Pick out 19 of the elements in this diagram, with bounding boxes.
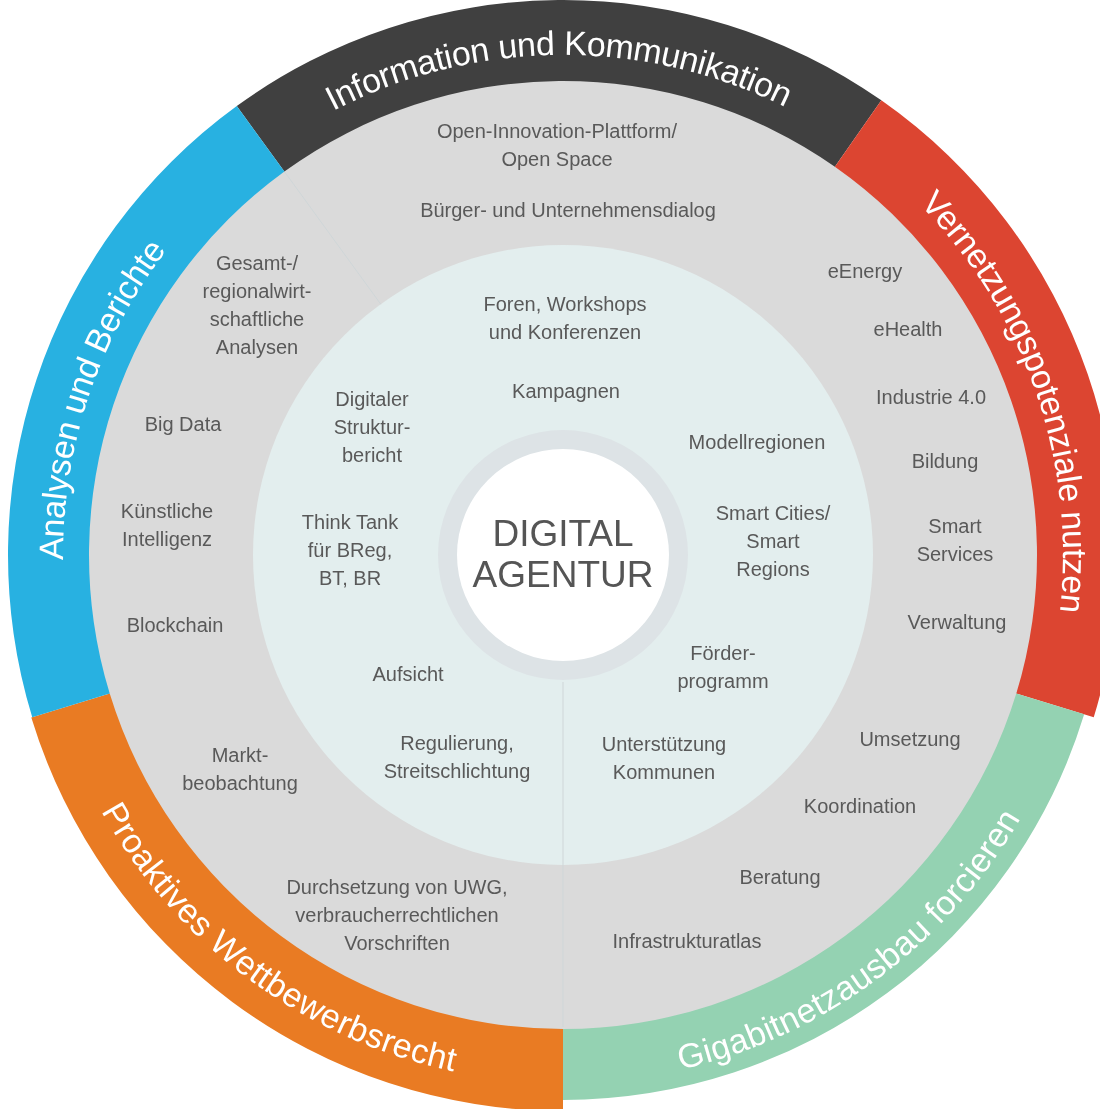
topic-text: Think Tank für BReg, BT, BR (300, 510, 400, 591)
topic-text: Umsetzung (859, 727, 961, 752)
topic-text: Digitaler Struktur- bericht (332, 387, 412, 468)
topic-text: Aufsicht (372, 662, 444, 687)
topic-text: Künstliche Intelligenz (119, 499, 215, 552)
topic-text: Kampagnen (512, 379, 620, 404)
topic-text: Smart Cities/ Smart Regions (714, 501, 832, 582)
topic-text: Verwaltung (907, 610, 1007, 635)
topic-text: Markt- beobachtung (181, 743, 299, 796)
topic-text: Blockchain (126, 613, 224, 638)
topic-text: Modellregionen (688, 430, 826, 455)
topic-text: Unterstützung Kommunen (600, 732, 728, 785)
topic-text: Bürger- und Unternehmensdialog (420, 198, 716, 223)
topic-text: Big Data (144, 412, 222, 437)
topic-text: Smart Services (915, 514, 995, 567)
topic-text: Regulierung, Streitschlichtung (382, 731, 532, 784)
topic-text: Open-Innovation-Plattform/ Open Space (435, 119, 679, 172)
topic-text: Förder- programm (676, 641, 770, 694)
topic-text: Foren, Workshops und Konferenzen (482, 292, 648, 345)
